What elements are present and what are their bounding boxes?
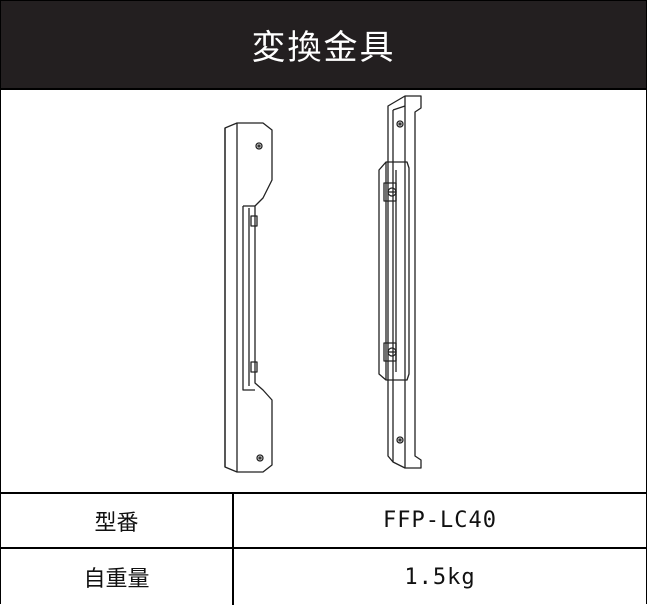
weight-label: 自重量 (1, 549, 234, 605)
spec-row-weight: 自重量 1.5kg (1, 549, 646, 605)
weight-value: 1.5kg (404, 564, 476, 590)
model-value: FFP-LC40 (383, 508, 497, 533)
title-text: 変換金具 (251, 28, 396, 68)
product-illustration (1, 88, 646, 494)
right-bracket (378, 95, 422, 469)
bracket-drawing (224, 95, 422, 473)
spec-row-model: 型番 FFP-LC40 (1, 494, 646, 549)
sheet-title: 変換金具 (1, 1, 646, 88)
model-label: 型番 (1, 494, 234, 547)
left-bracket (224, 122, 273, 473)
